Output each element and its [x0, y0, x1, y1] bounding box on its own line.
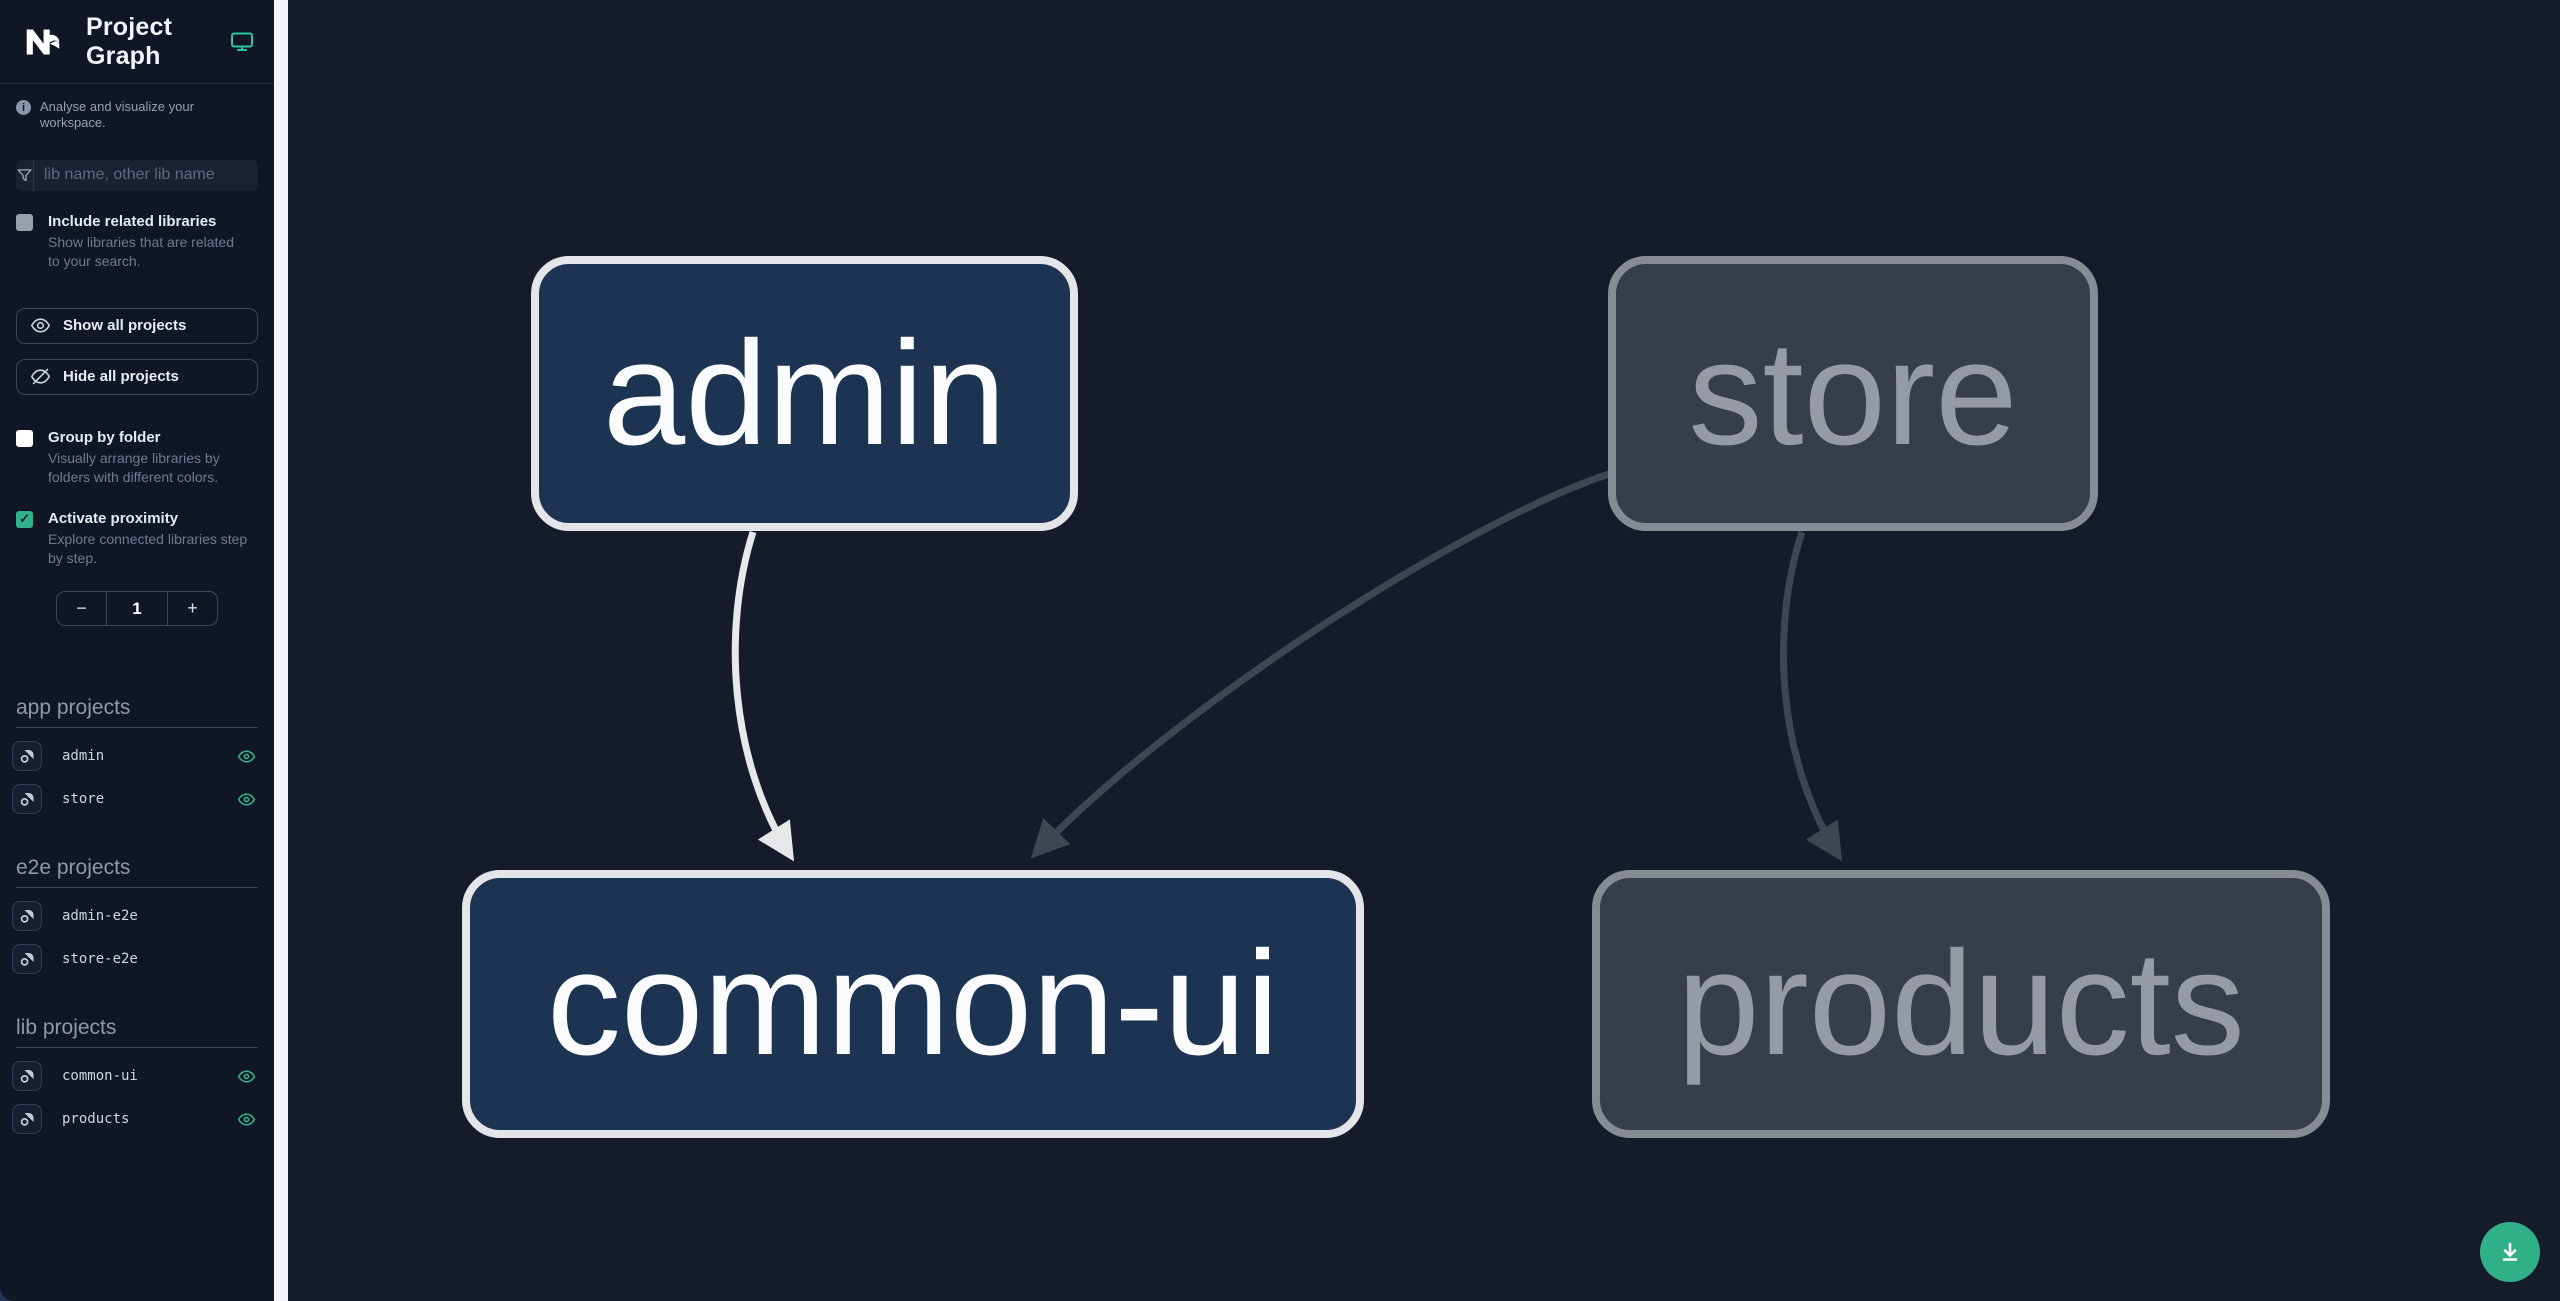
toggle-label: Group by folder: [48, 428, 161, 446]
search-input[interactable]: [34, 159, 258, 191]
app-title: Project Graph: [86, 12, 173, 70]
info-icon: i: [16, 100, 31, 115]
graph-node-common-ui[interactable]: common-ui: [462, 870, 1364, 1138]
section-title: e2e projects: [16, 856, 258, 889]
edge-store-common-ui[interactable]: [1030, 469, 1614, 859]
project-list-item: products: [12, 1104, 258, 1135]
download-image-button[interactable]: [2480, 1222, 2540, 1282]
button-label: Hide all projects: [63, 368, 179, 386]
section-title: lib projects: [16, 1016, 258, 1049]
section-lib-projects: lib projects common-ui products: [12, 1016, 258, 1135]
decrement-button[interactable]: −: [76, 598, 87, 619]
graph-node-label: admin: [602, 310, 1007, 476]
project-name: admin-e2e: [62, 908, 138, 925]
section-e2e-projects: e2e projects admin-e2e store-e2e: [12, 856, 258, 975]
sidebar-header: Project Graph: [0, 0, 274, 84]
project-list-item: common-ui: [12, 1061, 258, 1092]
graph-node-store[interactable]: store: [1608, 256, 2098, 531]
project-search: [16, 159, 258, 191]
proximity-depth-counter: − 1 +: [56, 591, 218, 627]
toggle-include-related: Include related libraries Show libraries…: [16, 213, 258, 272]
show-all-projects-button[interactable]: Show all projects: [16, 307, 258, 344]
visibility-eye-icon[interactable]: [237, 790, 256, 809]
toggle-description: Visually arrange libraries by folders wi…: [48, 449, 220, 486]
toggle-label: Include related libraries: [48, 212, 217, 230]
graph-node-label: products: [1677, 921, 2245, 1086]
section-title: app projects: [16, 696, 258, 729]
proximity-depth-value: 1: [106, 592, 168, 626]
button-label: Show all projects: [63, 317, 187, 335]
graph-node-admin[interactable]: admin: [531, 256, 1078, 531]
increment-button[interactable]: +: [187, 598, 198, 619]
edge-store-products[interactable]: [1780, 530, 1843, 862]
toggle-label: Activate proximity: [48, 509, 179, 527]
filter-funnel-icon: [16, 159, 34, 191]
graph-node-products[interactable]: products: [1592, 870, 2330, 1138]
toggle-activate-proximity: ✓ Activate proximity Explore connected l…: [16, 510, 258, 569]
focus-project-button[interactable]: [12, 784, 42, 815]
visibility-eye-icon[interactable]: [237, 747, 256, 766]
focus-project-button[interactable]: [12, 944, 42, 975]
project-name: store-e2e: [62, 951, 138, 968]
visibility-eye-icon[interactable]: [237, 1110, 256, 1129]
project-name: common-ui: [62, 1068, 138, 1085]
sidebar: Project Graph i Analyse and visualize yo…: [0, 0, 274, 1301]
project-list-item: store: [12, 784, 258, 815]
focus-project-button[interactable]: [12, 741, 42, 772]
toggle-description: Show libraries that are related to your …: [48, 233, 234, 270]
project-list-item: admin: [12, 741, 258, 772]
workspace-tagline: i Analyse and visualize your workspace.: [16, 99, 258, 132]
visibility-eye-icon[interactable]: [237, 1067, 256, 1086]
checkbox-include-related[interactable]: [16, 213, 33, 231]
focus-project-button[interactable]: [12, 901, 42, 932]
toggle-description: Explore connected libraries step by step…: [48, 530, 248, 567]
project-list-item: admin-e2e: [12, 901, 258, 932]
graph-node-label: store: [1688, 310, 2018, 476]
focus-project-button[interactable]: [12, 1061, 42, 1092]
section-app-projects: app projects admin store: [12, 696, 258, 815]
monitor-icon[interactable]: [230, 30, 254, 54]
nx-logo-icon: [20, 19, 66, 65]
toggle-group-by-folder: Group by folder Visually arrange librari…: [16, 429, 258, 488]
sidebar-scrollbar[interactable]: [274, 0, 288, 1301]
checkbox-group-by-folder[interactable]: [16, 429, 33, 447]
project-list-item: store-e2e: [12, 944, 258, 975]
checkbox-activate-proximity[interactable]: ✓: [16, 510, 33, 528]
eye-off-icon: [30, 366, 51, 387]
project-name: store: [62, 791, 105, 808]
edge-admin-common-ui[interactable]: [731, 530, 795, 862]
graph-node-label: common-ui: [547, 921, 1279, 1086]
eye-icon: [30, 315, 51, 336]
project-name: admin: [62, 748, 105, 765]
hide-all-projects-button[interactable]: Hide all projects: [16, 358, 258, 395]
project-name: products: [62, 1111, 130, 1128]
download-icon: [2496, 1238, 2524, 1266]
focus-project-button[interactable]: [12, 1104, 42, 1135]
